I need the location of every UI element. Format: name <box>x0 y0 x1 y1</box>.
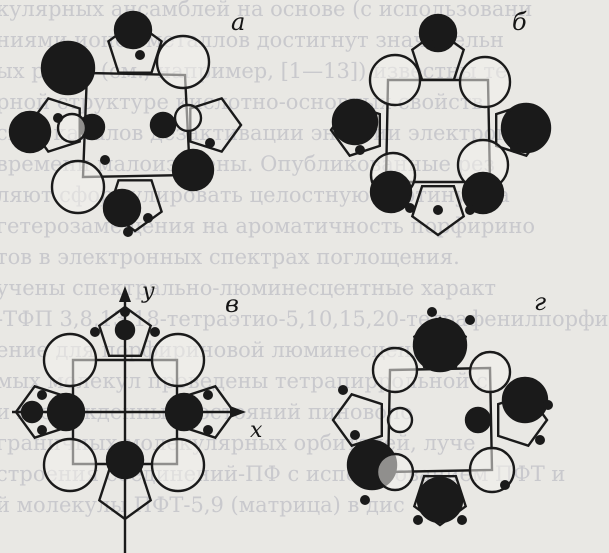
orbital-lobe-filled <box>46 392 86 432</box>
background-text-line: тов в электронных спектрах поглощения. <box>0 245 460 269</box>
orbital-lobe-open <box>173 103 203 133</box>
atom-dot <box>535 435 545 445</box>
background-text-line: гетерозамещения на ароматичность порфири… <box>0 214 536 238</box>
orbital-lobe-filled <box>464 406 492 434</box>
atom-dot <box>203 425 213 435</box>
atom-dot <box>120 307 130 317</box>
atom-dot <box>203 390 213 400</box>
orbital-lobe-filled <box>461 171 505 215</box>
atom-dot <box>500 480 510 490</box>
atom-dot <box>37 425 47 435</box>
pyrrole-ring <box>97 305 153 357</box>
atom-dot <box>425 40 435 50</box>
atom-dot <box>123 227 133 237</box>
background-text-line: учены спектрально-люминесцентные характ <box>0 276 497 300</box>
atom-dot <box>150 327 160 337</box>
orbital-lobe-open <box>371 346 419 394</box>
atom-dot <box>135 50 145 60</box>
atom-dot <box>110 192 120 202</box>
orbital-lobe-filled <box>369 170 413 214</box>
orbital-lobe-open <box>375 452 415 492</box>
atom-dot <box>457 515 467 525</box>
background-text-line: й молекулы ПФТ-5,9 (матрица) в дис <box>0 493 405 517</box>
orbital-lobe-filled <box>40 40 96 96</box>
orbital-lobe-open <box>458 55 512 109</box>
pyrrole-ring <box>412 475 468 527</box>
orbital-lobe-open <box>42 332 98 388</box>
orbital-lobe-filled <box>102 188 142 228</box>
pyrrole-ring <box>106 20 164 74</box>
orbital-lobe-open <box>468 350 512 394</box>
background-text-line: -ТФП 3,8,13,18-тетраэтио-5,10,15,20-тетр… <box>0 307 609 331</box>
pyrrole-ring <box>410 184 466 237</box>
panel-label-v: в <box>225 290 239 318</box>
panel-label-a: а <box>231 8 245 36</box>
atom-dot <box>90 327 100 337</box>
orbital-lobe-filled <box>331 98 379 146</box>
orbital-diagram-g <box>331 307 553 527</box>
orbital-lobe-open <box>50 159 106 215</box>
orbital-figure: а б в г y x <box>8 8 553 553</box>
atom-dot <box>338 385 348 395</box>
y-axis-arrow <box>119 286 131 302</box>
axis-label-x: x <box>250 418 263 443</box>
panel-label-b: б <box>512 8 527 36</box>
atom-dot <box>350 430 360 440</box>
atom-dot <box>205 138 215 148</box>
orbital-lobe-filled <box>105 440 145 480</box>
orbital-lobe-filled <box>416 476 464 524</box>
atom-dot <box>465 315 475 325</box>
orbital-lobe-filled <box>8 110 52 154</box>
atom-dot <box>355 145 365 155</box>
atom-dot <box>360 495 370 505</box>
orbital-diagram-a <box>8 10 243 237</box>
axis-label-y: y <box>141 279 155 304</box>
orbital-lobe-filled <box>20 400 44 424</box>
orbital-lobe-filled <box>501 376 549 424</box>
orbital-lobe-filled <box>113 10 153 50</box>
orbital-lobe-filled <box>164 392 204 432</box>
orbital-lobe-open <box>150 437 206 493</box>
orbital-diagram-v <box>12 286 246 553</box>
orbital-lobe-open <box>155 34 211 90</box>
orbital-lobe-open <box>56 112 88 144</box>
atom-dot <box>433 205 443 215</box>
atom-dot <box>543 400 553 410</box>
orbital-lobe-filled <box>114 319 136 341</box>
orbital-diagram-b <box>329 13 552 237</box>
orbital-lobe-open <box>42 437 98 493</box>
atom-dot <box>143 213 153 223</box>
atom-dot <box>465 205 475 215</box>
panel-label-g: г <box>534 288 546 316</box>
orbital-lobe-filled <box>149 111 177 139</box>
atom-dot <box>37 390 47 400</box>
x-axis-arrow <box>230 406 246 418</box>
orbital-lobe-open <box>150 332 206 388</box>
orbital-lobe-open <box>386 406 414 434</box>
atom-dot <box>510 143 520 153</box>
orbital-lobe-filled <box>412 317 468 373</box>
atom-dot <box>100 155 110 165</box>
orbital-lobe-open <box>368 53 422 107</box>
orbital-lobe-filled <box>171 148 215 192</box>
atom-dot <box>53 113 63 123</box>
orbital-lobe-filled <box>500 102 552 154</box>
pyrrole-ring <box>331 392 383 448</box>
atom-dot <box>413 515 423 525</box>
atom-dot <box>405 203 415 213</box>
atom-dot <box>427 307 437 317</box>
